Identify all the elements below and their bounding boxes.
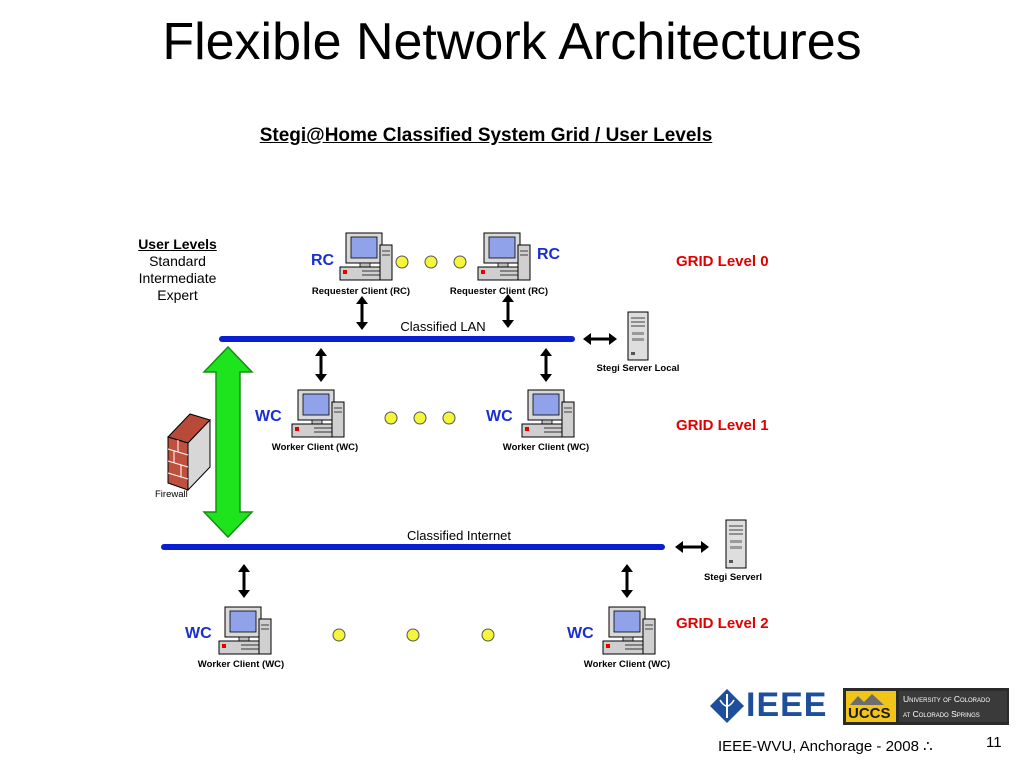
classified-lan-label: Classified LAN xyxy=(400,319,486,334)
stegi-server-icon xyxy=(725,519,747,569)
firewall-caption: Firewall xyxy=(155,489,188,500)
rc-tag-1: RC xyxy=(311,252,335,269)
wc-tag-2: WC xyxy=(486,408,513,425)
page-number: 11 xyxy=(986,734,1002,751)
uccs-logo-line1: University of Colorado xyxy=(903,694,991,704)
stegi-server-caption: Stegi Serverl xyxy=(703,572,763,583)
uccs-logo-line2: at Colorado Springs xyxy=(903,709,980,719)
node-dot xyxy=(481,628,495,642)
requester-client-1-caption: Requester Client (RC) xyxy=(311,286,411,297)
page-title: Flexible Network Architectures xyxy=(162,13,862,71)
wc-internet-arrow-1 xyxy=(236,562,252,600)
grid-level-1-label: GRID Level 1 xyxy=(676,417,769,434)
wc-tag-3: WC xyxy=(185,625,212,642)
user-level-standard: Standard xyxy=(149,253,206,269)
worker-client-1-icon xyxy=(291,389,345,438)
node-dot xyxy=(442,411,456,425)
node-dot xyxy=(413,411,427,425)
lan-server-arrow xyxy=(581,331,619,347)
wc-lan-arrow-1 xyxy=(313,346,329,384)
firewall-icon xyxy=(167,413,211,492)
requester-client-1-icon xyxy=(339,232,393,281)
worker-client-2-icon xyxy=(521,389,575,438)
diagram-subtitle: Stegi@Home Classified System Grid / User… xyxy=(259,125,713,146)
rc2-lan-arrow xyxy=(500,292,516,330)
uccs-logo-short: UCCS xyxy=(848,705,891,722)
worker-client-1-caption: Worker Client (WC) xyxy=(271,442,359,453)
user-level-intermediate: Intermediate xyxy=(138,270,217,286)
user-levels-legend: User Levels Standard Intermediate Expert xyxy=(120,236,235,304)
grid-level-2-label: GRID Level 2 xyxy=(676,615,769,632)
internet-server-arrow xyxy=(673,539,711,555)
wc-internet-arrow-2 xyxy=(619,562,635,600)
wc-tag-1: WC xyxy=(255,408,282,425)
worker-client-4-caption: Worker Client (WC) xyxy=(583,659,671,670)
requester-client-2-icon xyxy=(477,232,531,281)
user-level-expert: Expert xyxy=(157,287,198,303)
node-dot xyxy=(453,255,467,269)
ieee-logo-mark xyxy=(710,689,744,723)
node-dot xyxy=(395,255,409,269)
stegi-server-local-icon xyxy=(627,311,649,361)
rc1-lan-arrow xyxy=(354,294,370,332)
footer-text: IEEE-WVU, Anchorage - 2008 ∴ xyxy=(718,738,933,755)
grid-level-0-label: GRID Level 0 xyxy=(676,253,769,270)
classified-internet-label: Classified Internet xyxy=(406,528,512,543)
wc-tag-4: WC xyxy=(567,625,594,642)
worker-client-3-icon xyxy=(218,606,272,655)
user-levels-heading: User Levels xyxy=(138,236,217,252)
requester-client-2-caption: Requester Client (RC) xyxy=(449,286,549,297)
rc-tag-2: RC xyxy=(537,246,561,263)
worker-client-3-caption: Worker Client (WC) xyxy=(197,659,285,670)
node-dot xyxy=(332,628,346,642)
firewall-crossing-arrow xyxy=(202,345,254,539)
node-dot xyxy=(384,411,398,425)
stegi-server-local-caption: Stegi Server Local xyxy=(596,363,680,374)
node-dot xyxy=(424,255,438,269)
worker-client-2-caption: Worker Client (WC) xyxy=(502,442,590,453)
ieee-logo-text: IEEE xyxy=(746,686,828,724)
wc-lan-arrow-2 xyxy=(538,346,554,384)
node-dot xyxy=(406,628,420,642)
uccs-logo xyxy=(843,688,1009,725)
worker-client-4-icon xyxy=(602,606,656,655)
